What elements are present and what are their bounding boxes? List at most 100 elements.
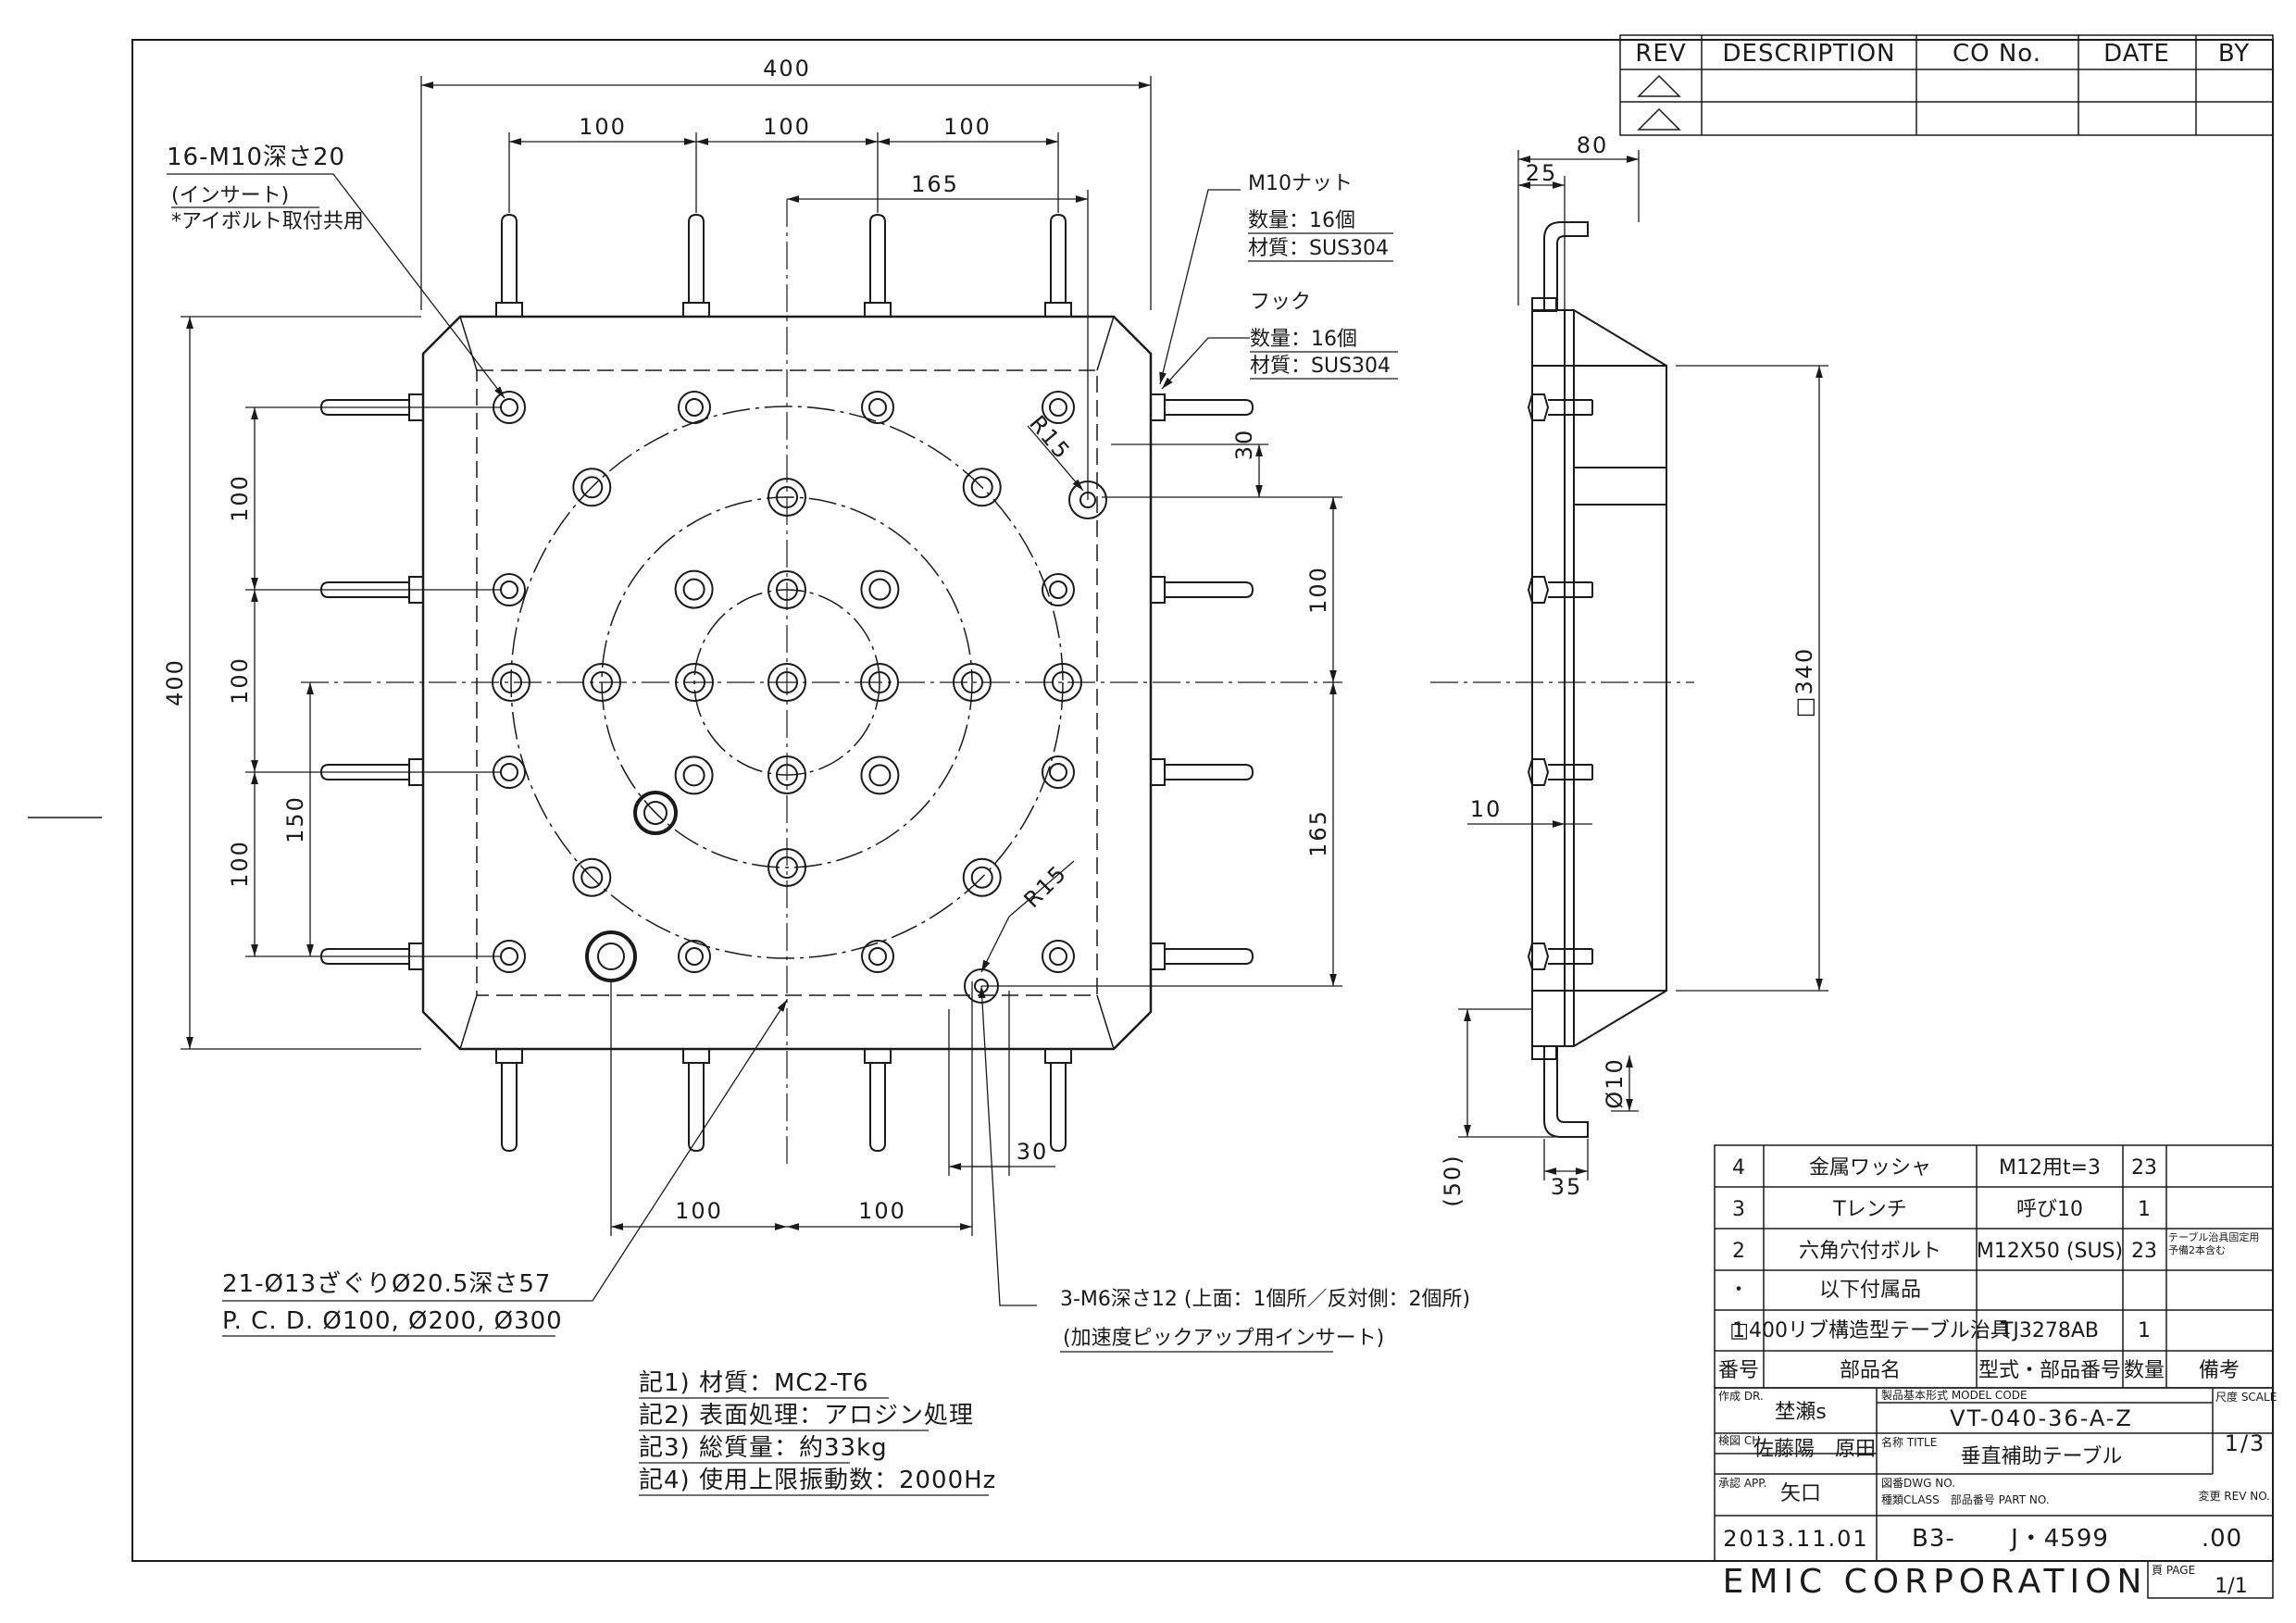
side-eyebolts	[1527, 393, 1593, 970]
accessory-heading: 以下付属品	[1819, 1279, 1921, 1302]
dim-left-100-c: 100	[227, 840, 253, 888]
dim-pitch-c: 100	[943, 114, 992, 140]
eyebolt-hook	[1150, 758, 1254, 786]
parts-list-rows: 4 金属ワッシャ M12用t=3 23 3 Tレンチ 呼び10 1 2 六角穴付…	[1718, 1156, 2260, 1382]
model-code: VT-040-36-A-Z	[1950, 1405, 2133, 1431]
part-2-qty: 23	[2131, 1240, 2157, 1263]
checked-by: 佐藤陽 原田	[1753, 1438, 1876, 1461]
counterbore-hole-pcd200	[860, 569, 900, 609]
dim-right-30: 30	[1231, 429, 1257, 461]
part-4-qty: 23	[2131, 1156, 2157, 1180]
eyebolt-hook	[864, 1048, 892, 1153]
callout-hook-material: 材質：SUS304	[1250, 355, 1391, 378]
front-dimension-lines	[167, 76, 1342, 1306]
counterbore-hole-pcd100	[767, 755, 806, 794]
eyebolt-hook	[864, 213, 892, 318]
dim-right-100: 100	[1305, 566, 1331, 614]
counterbore-hole-pcd300	[572, 857, 612, 897]
insert-hole	[861, 940, 894, 973]
dim-bottom-100-b: 100	[858, 1198, 906, 1224]
callout-holes-pcd: P. C. D. Ø100, Ø200, Ø300	[222, 1307, 563, 1335]
rev-header: REV	[1635, 40, 1686, 68]
eyebolt-hook	[1150, 943, 1254, 970]
date-header: DATE	[2103, 40, 2170, 68]
drawn-label: 作成 DR.	[1718, 1390, 1764, 1403]
side-eyebolt	[1527, 758, 1593, 786]
counterbore-hole-pcd300	[962, 857, 1002, 897]
company-name: EMIC CORPORATION	[1723, 1563, 2148, 1601]
dim-side-35: 35	[1551, 1174, 1583, 1200]
dwg-number: J・4599	[2009, 1525, 2109, 1553]
revision-table	[1619, 34, 2274, 136]
part-1-name: □400リブ構造型テーブル治具	[1729, 1319, 2010, 1342]
counterbore-hole-center	[767, 663, 806, 702]
insert-hole	[1042, 755, 1075, 789]
dim-bottom-100-a: 100	[675, 1198, 723, 1224]
dim-side-25: 25	[1526, 160, 1558, 186]
dim-side-dia-10: Ø10	[1602, 1057, 1628, 1108]
part-2-no: 2	[1732, 1240, 1745, 1263]
counterbore-hole-pcd300	[962, 468, 1002, 507]
callout-insert-type: (インサート)	[171, 184, 289, 207]
callout-nut-title: M10ナット	[1248, 172, 1353, 195]
dwg-prefix: B3-	[1912, 1525, 1955, 1553]
dim-overall-width: 400	[763, 56, 811, 81]
rev-number: .00	[2202, 1525, 2242, 1553]
insert-hole	[861, 391, 894, 424]
side-dimension-lines	[1458, 150, 1828, 1180]
model-code-label: 製品基本形式 MODEL CODE	[1881, 1389, 2028, 1402]
counterbore-hole-pcd200	[860, 755, 900, 795]
note-mass: 記3) 総質量：約33kg	[639, 1434, 888, 1462]
callout-hook-qty: 数量：16個	[1250, 328, 1357, 351]
callout-holes-spec: 21-Ø13ざぐりØ20.5深さ57	[222, 1270, 551, 1298]
dim-side-340: □340	[1791, 647, 1817, 718]
drawing-title: 垂直補助テーブル	[1961, 1445, 2123, 1468]
counterbore-hole-pcd100	[860, 663, 899, 702]
part-2-name: 六角穴付ボルト	[1799, 1240, 1941, 1263]
hole-pattern	[492, 391, 1107, 1004]
parts-list-grid	[1714, 1144, 2274, 1389]
dim-offset-165: 165	[911, 171, 959, 197]
callout-m6-spec: 3-M6深さ12 (上面：1個所／反対側：2個所)	[1060, 1288, 1470, 1311]
drawn-by: 埜瀬s	[1775, 1401, 1826, 1424]
dim-radius-bottom: R15	[1019, 860, 1072, 913]
counterbore-hole-pcd200	[953, 663, 992, 702]
bolt-installed-hole	[633, 791, 678, 835]
note-surface: 記2) 表面処理：アロジン処理	[639, 1402, 974, 1429]
title-label: 名称 TITLE	[1881, 1435, 1937, 1449]
note-material: 記1) 材質：MC2-T6	[639, 1369, 869, 1397]
dim-left-100-a: 100	[227, 474, 253, 522]
insert-hole	[678, 940, 711, 973]
part-2-spec: M12X50 (SUS)	[1977, 1240, 2123, 1263]
part-4-name: 金属ワッシャ	[1809, 1156, 1931, 1180]
eyebolt-hook	[495, 213, 523, 318]
side-hook-bottom	[1543, 1046, 1589, 1138]
callout-nut-qty: 数量：16個	[1248, 209, 1355, 232]
checked-label: 検図 CH.	[1718, 1434, 1764, 1447]
part-2-remark: テーブル治具固定用 予備2本含む	[2168, 1231, 2260, 1256]
counterbore-hole-pcd200	[767, 848, 806, 887]
approved-by: 矢口	[1780, 1482, 1821, 1505]
dim-left-100-b: 100	[227, 656, 253, 705]
callout-insert-spec: 16-M10深さ20	[167, 144, 345, 171]
drawing-date: 2013.11.01	[1723, 1526, 1868, 1552]
counterbore-hole-pcd200	[674, 755, 714, 795]
co-no-header: CO No.	[1953, 40, 2041, 68]
side-eyebolt	[1527, 943, 1593, 970]
scale-value: 1/3	[2225, 1430, 2266, 1456]
dim-pitch-a: 100	[579, 114, 627, 140]
dim-side-50: (50)	[1440, 1154, 1466, 1206]
dim-left-150: 150	[282, 795, 308, 843]
insert-hole	[1042, 573, 1075, 606]
dim-overall-height: 400	[162, 658, 188, 706]
part-3-qty: 1	[2138, 1198, 2151, 1221]
dim-bottom-30: 30	[1017, 1139, 1049, 1165]
counterbore-hole-pcd200	[767, 478, 806, 517]
dim-pitch-b: 100	[763, 114, 811, 140]
callout-hook-title: フック	[1250, 291, 1311, 314]
eyebolt-hook	[682, 1048, 710, 1153]
header-no: 番号	[1718, 1359, 1759, 1382]
insert-hole	[678, 391, 711, 424]
insert-hole	[1042, 940, 1075, 973]
